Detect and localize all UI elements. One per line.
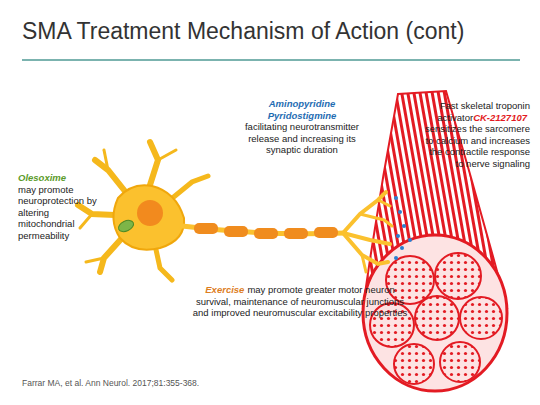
dendrite bbox=[155, 245, 172, 280]
annotation: Exercisemay promote greater motor neuron… bbox=[190, 284, 410, 319]
dendrite bbox=[158, 150, 176, 160]
title-rule bbox=[22, 59, 520, 61]
neurotransmitter bbox=[400, 246, 404, 250]
terminal-branch bbox=[378, 200, 390, 206]
nucleus bbox=[137, 200, 163, 226]
dendrite bbox=[104, 150, 108, 170]
terminal-branch bbox=[343, 233, 388, 264]
neurotransmitter bbox=[402, 224, 406, 228]
terminal-branch bbox=[360, 214, 392, 226]
axon-terminal bbox=[343, 192, 392, 272]
myelin-sheath bbox=[284, 228, 308, 239]
annotation: Fast skeletal troponin activatorCK-21271… bbox=[420, 100, 530, 169]
treatment-name: Pyridostigmine bbox=[238, 110, 366, 122]
muscle-fascicle bbox=[394, 344, 434, 384]
muscle-fascicle bbox=[460, 297, 502, 339]
dendrite bbox=[150, 142, 158, 185]
myelin-sheath bbox=[254, 228, 278, 239]
myelin-sheath bbox=[314, 227, 338, 238]
dendrite bbox=[100, 238, 122, 272]
dendrite bbox=[86, 258, 104, 262]
mechanism-text: may promote neuroprotection by altering … bbox=[18, 184, 106, 242]
mitochondrion bbox=[117, 218, 136, 234]
mechanism-text: sensitizes the sarcomere to calcium and … bbox=[420, 123, 530, 169]
myelin-sheath bbox=[194, 223, 218, 234]
dendrite bbox=[170, 176, 208, 200]
terminal-branch bbox=[343, 192, 386, 233]
neurotransmitter bbox=[394, 196, 398, 200]
mechanism-text: facilitating neurotransmitter release an… bbox=[238, 121, 366, 156]
neurotransmitter bbox=[394, 256, 398, 260]
neurotransmitter bbox=[408, 238, 412, 242]
neurotransmitter bbox=[396, 234, 400, 238]
annotation: AminopyridinePyridostigminefacilitating … bbox=[238, 98, 366, 156]
dendrite bbox=[80, 214, 92, 228]
muscle-fascicle bbox=[440, 342, 480, 382]
dendrite bbox=[78, 205, 115, 215]
treatment-name: CK-2127107 bbox=[473, 112, 527, 123]
muscle-fascicle bbox=[435, 253, 481, 299]
muscle-fascicle bbox=[415, 296, 459, 340]
treatment-name: Olesoxime bbox=[18, 172, 106, 184]
dendrite bbox=[95, 160, 128, 195]
neurotransmitter bbox=[398, 210, 402, 214]
slide-title: SMA Treatment Mechanism of Action (cont) bbox=[22, 18, 464, 45]
treatment-name: Exercise bbox=[205, 284, 244, 295]
treatment-name: Aminopyridine bbox=[238, 98, 366, 110]
cell-body bbox=[113, 185, 184, 249]
terminal-branch bbox=[362, 255, 366, 272]
citation: Farrar MA, et al. Ann Neurol. 2017;81:35… bbox=[22, 378, 199, 388]
annotation: Olesoximemay promote neuroprotection by … bbox=[18, 172, 106, 241]
myelin-sheath bbox=[224, 226, 248, 237]
dendrites bbox=[78, 142, 208, 280]
